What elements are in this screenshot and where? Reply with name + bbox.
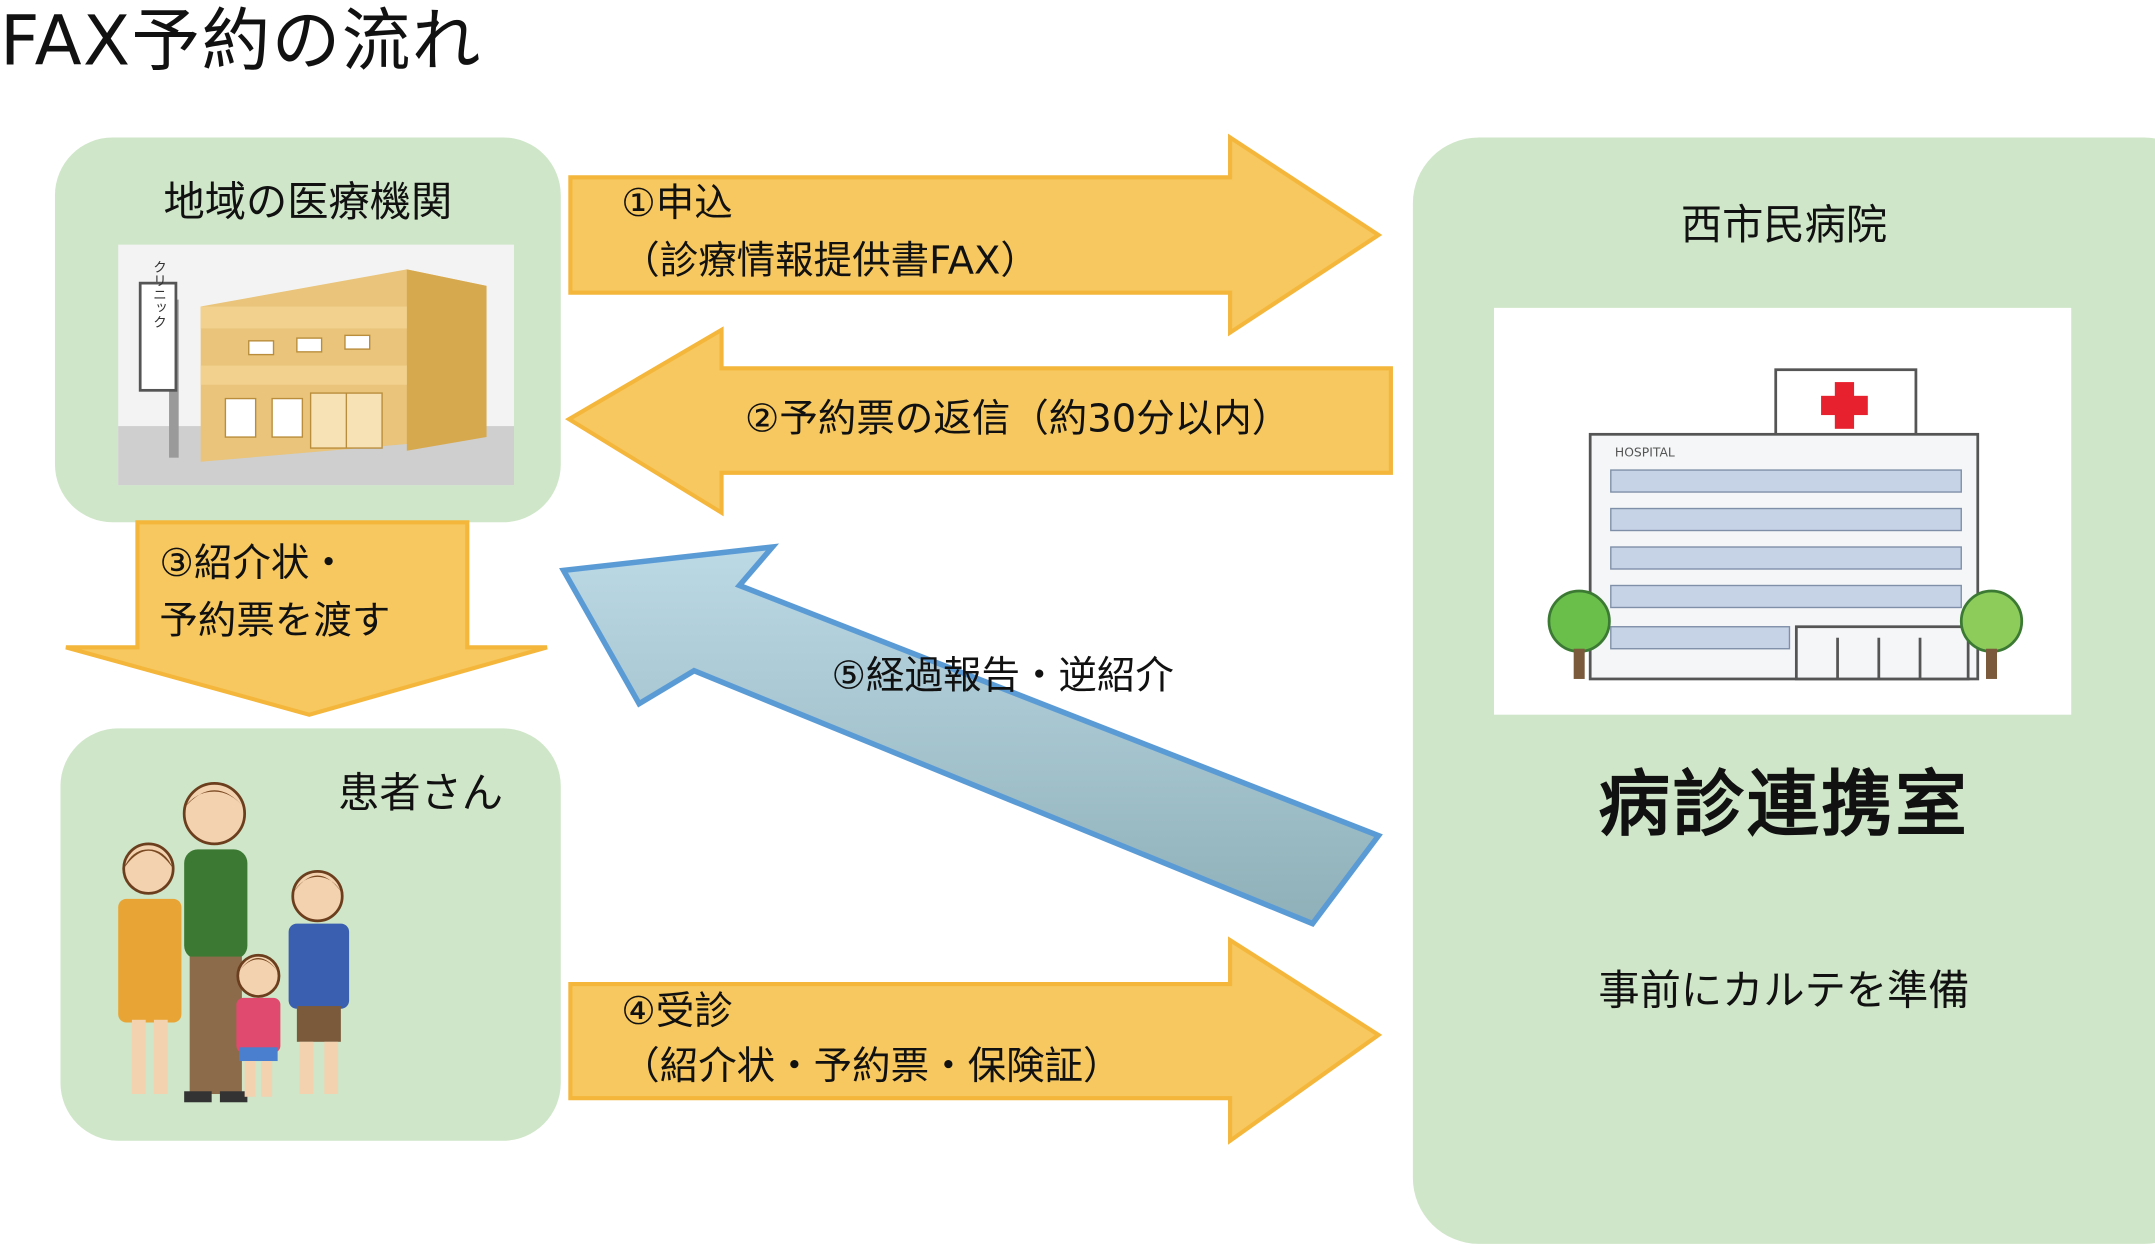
clinic-label: 地域の医療機関 (163, 178, 453, 227)
step4-label-line2: （紹介状・予約票・保険証） (621, 1043, 1122, 1089)
hospital-name: 西市民病院 (1680, 202, 1888, 251)
patient-label: 患者さん (338, 769, 504, 818)
hospital-building-sign: HOSPITAL (1615, 445, 1675, 459)
step3-label-line2: 予約票を渡す (159, 597, 391, 644)
step1-label-line1: ①申込 (621, 180, 733, 226)
preparation-note: 事前にカルテを準備 (1598, 967, 1970, 1016)
step3-label-line1: ③紹介状・ (159, 540, 348, 586)
step1-label-line2: （診療情報提供書FAX） (621, 237, 1039, 284)
step5-label: ⑤経過報告・逆紹介 (831, 652, 1174, 699)
step4-label-line1: ④受診 (621, 988, 733, 1034)
step2-label: ②予約票の返信（約30分以内） (744, 395, 1291, 442)
hospital-building-illustration: HOSPITAL (1493, 307, 2072, 715)
department-name: 病診連携室 (1598, 764, 1970, 847)
clinic-building-illustration: クリニック (118, 244, 515, 486)
patient-family-illustration (118, 782, 350, 1103)
page-title: FAX予約の流れ (0, 1, 482, 82)
clinic-sign-text: クリニック (150, 260, 166, 329)
